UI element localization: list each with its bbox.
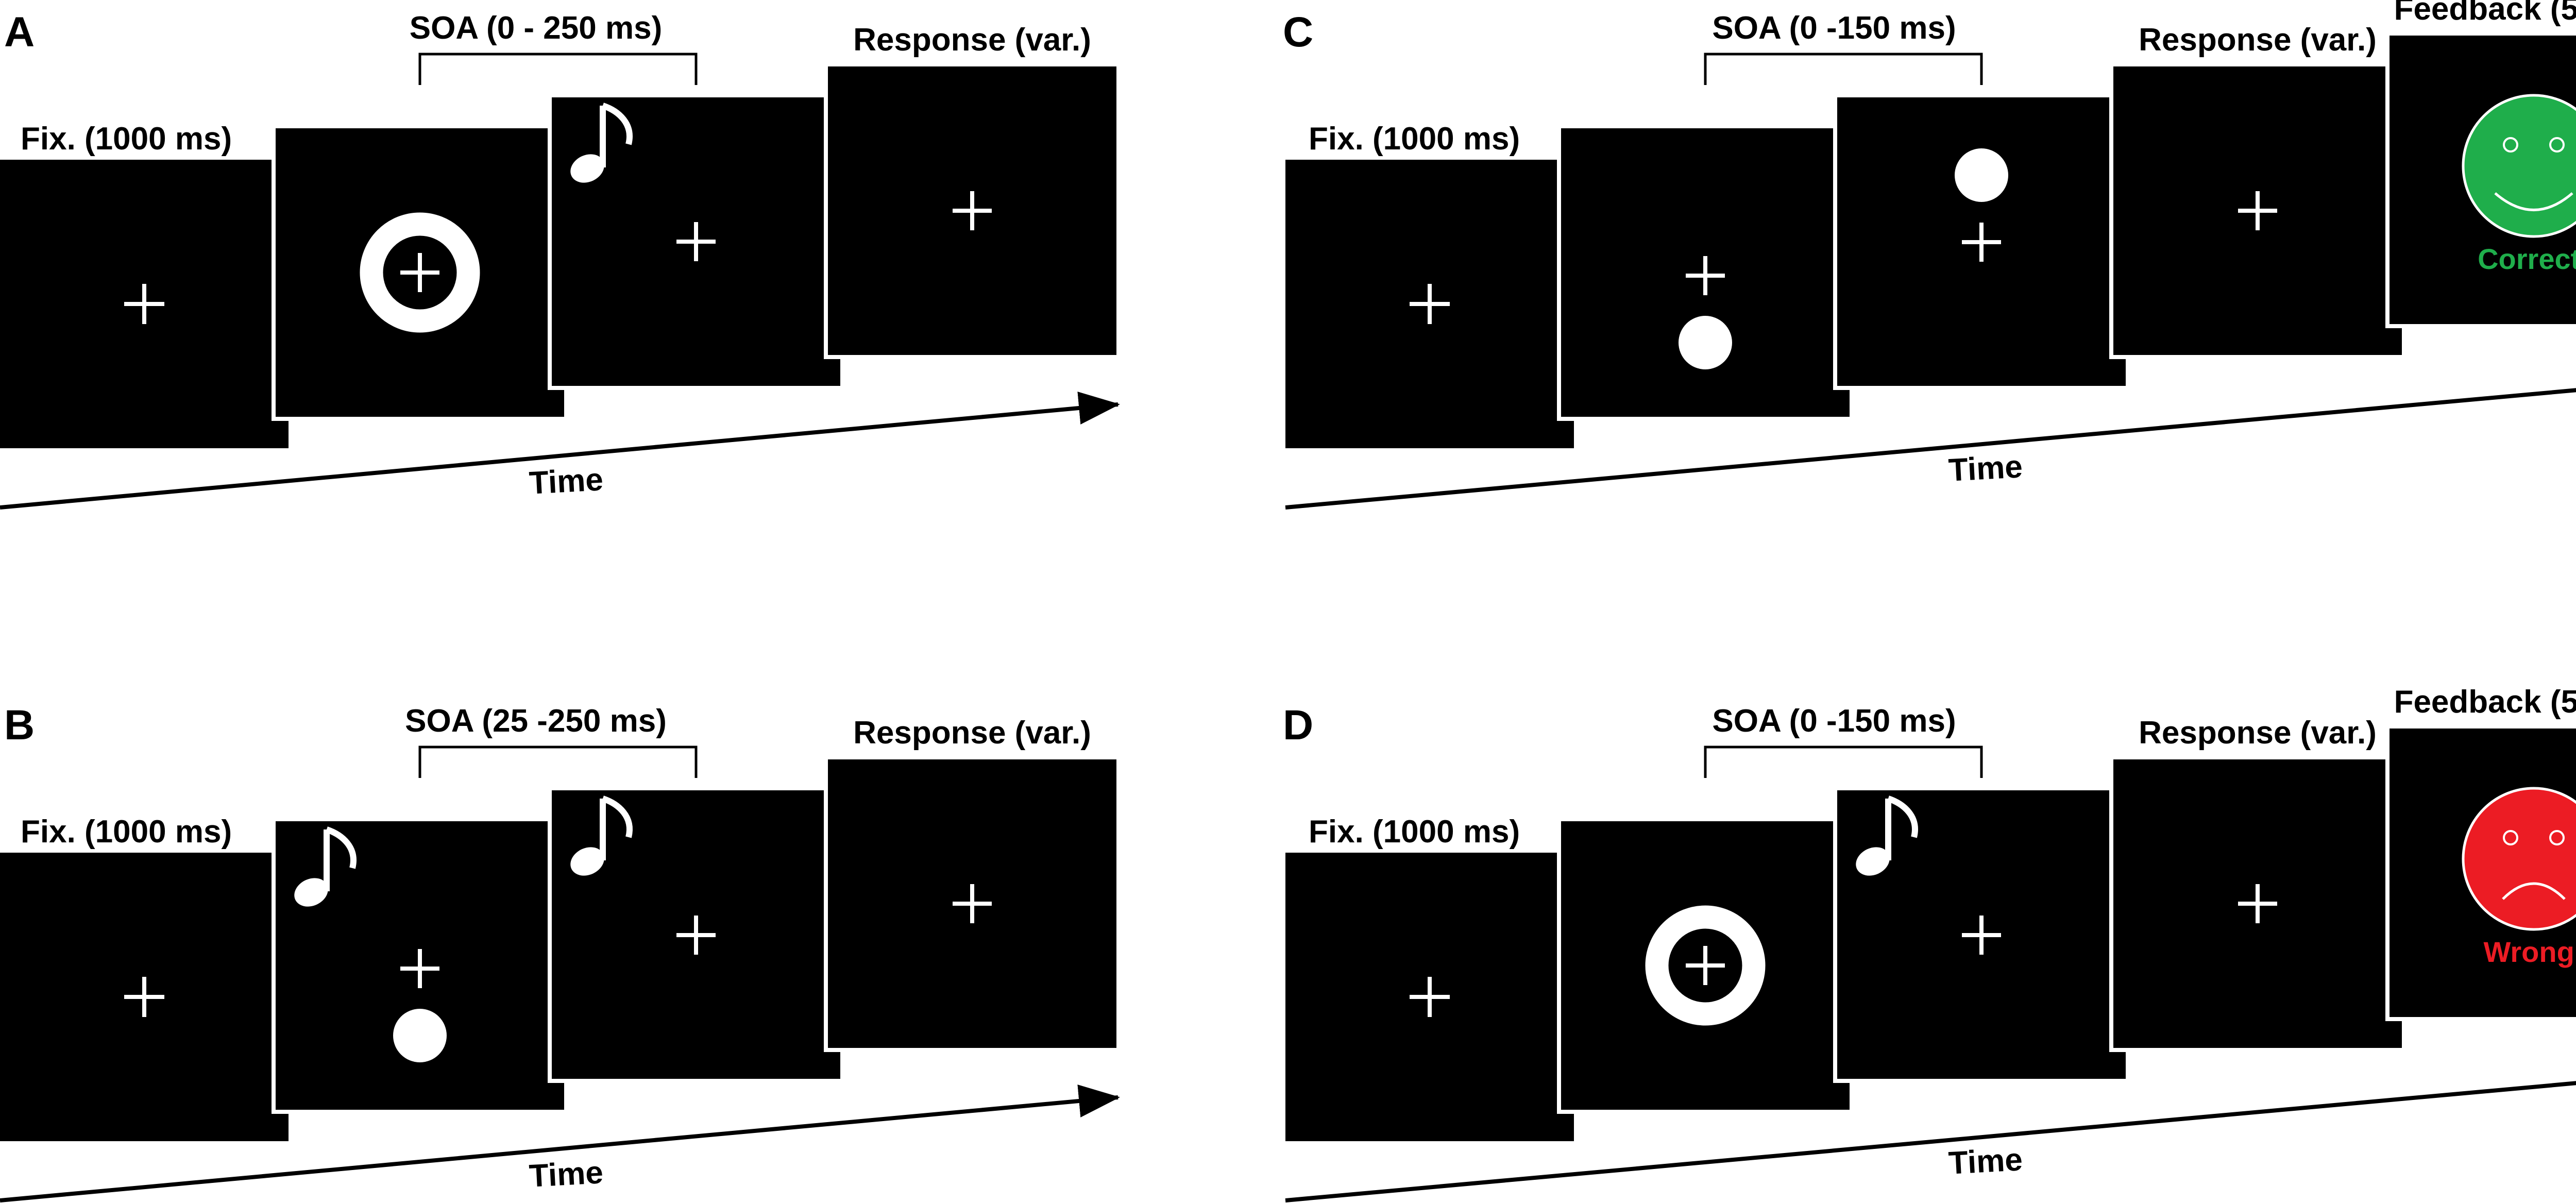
soa-label: SOA (0 -150 ms): [1712, 703, 1956, 739]
panel-c-letter: C: [1283, 9, 1313, 56]
dot-stimulus: [393, 1009, 447, 1062]
panel-d-screen-fixation: Fix. (1000 ms): [1284, 814, 1575, 1144]
fixation-cross: [1962, 916, 2001, 955]
feedback-text: Wrong!: [2484, 936, 2576, 968]
time-label: Time: [528, 1155, 604, 1194]
panel-a-letter: A: [4, 9, 35, 56]
panel-b-screen-response: Response (var.): [824, 715, 1121, 1052]
screen-label: Feedback (500 ms): [2394, 684, 2576, 720]
screen-label: Response (var.): [853, 715, 1091, 751]
panel-b-letter: B: [4, 702, 35, 749]
dot-stimulus: [1679, 316, 1732, 369]
music-note-icon: [570, 103, 633, 183]
fixation-cross: [676, 222, 716, 261]
panel-c-soa-bracket: SOA (0 -150 ms): [1704, 10, 1983, 85]
frowny-icon: [2462, 787, 2576, 931]
panel-b-screen-fixation: Fix. (1000 ms): [0, 814, 289, 1144]
panel-a-soa-bracket: SOA (0 - 250 ms): [410, 10, 698, 85]
ring-stimulus: [1645, 905, 1766, 1026]
panel-c-screen-fixation: Fix. (1000 ms): [1284, 121, 1575, 451]
time-arrow: [1285, 1081, 2576, 1202]
fixation-cross: [1686, 256, 1725, 295]
panel-d: D Fix. (1000 ms): [1283, 684, 2576, 1202]
panel-b-screen-note: [548, 786, 844, 1083]
music-note-icon: [570, 795, 633, 876]
screen-label: Fix. (1000 ms): [21, 121, 232, 157]
panel-d-screen-response: Response (var.): [2109, 715, 2406, 1052]
fixation-cross: [124, 284, 164, 324]
music-note-icon: [294, 826, 357, 907]
panel-a-screen-fixation: Fix. (1000 ms): [0, 121, 289, 451]
fixation-cross: [1410, 977, 1450, 1017]
panel-d-letter: D: [1283, 702, 1313, 749]
panel-c-screen-dot-below: [1557, 124, 1854, 421]
fixation-cross: [1686, 946, 1725, 985]
soa-label: SOA (0 - 250 ms): [410, 10, 662, 46]
panel-b-screen-note-dot: [272, 817, 568, 1114]
time-label: Time: [1947, 449, 2023, 488]
soa-label: SOA (0 -150 ms): [1712, 10, 1956, 46]
panel-a: A Fix. (1000 ms): [0, 9, 1121, 510]
time-arrow: [0, 1085, 1120, 1202]
screen-label: Feedback (500 ms): [2394, 0, 2576, 27]
panel-b: B Fix. (1000 ms): [0, 702, 1121, 1202]
music-note-icon: [1856, 795, 1918, 876]
panel-a-screen-ring: [272, 124, 568, 421]
time-label: Time: [528, 462, 604, 501]
panel-a-screen-response: Response (var.): [824, 22, 1121, 359]
soa-label: SOA (25 -250 ms): [405, 703, 667, 739]
fixation-cross: [953, 884, 992, 923]
panel-d-screen-feedback: Wrong! Feedback (500 ms): [2385, 684, 2576, 1021]
fixation-cross: [2238, 191, 2277, 230]
fixation-cross: [124, 977, 164, 1017]
screen-label: Fix. (1000 ms): [1309, 814, 1520, 850]
screen-label: Fix. (1000 ms): [21, 814, 232, 850]
fixation-cross: [400, 949, 439, 988]
screen-label: Fix. (1000 ms): [1309, 121, 1520, 157]
panel-d-screen-note: [1833, 786, 2130, 1083]
time-arrow: [0, 392, 1120, 510]
fixation-cross: [1962, 223, 2001, 262]
panel-c-screen-response: Response (var.): [2109, 22, 2406, 359]
screen-label: Response (var.): [2139, 22, 2377, 58]
panel-c: C Fix. (1000 ms): [1283, 0, 2576, 510]
smiley-icon: [2462, 94, 2576, 238]
panel-c-screen-dot-above: [1833, 93, 2130, 390]
fixation-cross: [953, 191, 992, 230]
panel-a-screen-note: [548, 93, 844, 390]
dot-stimulus: [1955, 148, 2008, 202]
fixation-cross: [676, 916, 716, 955]
fixation-cross: [1410, 284, 1450, 324]
screen-label: Response (var.): [2139, 715, 2377, 751]
time-label: Time: [1947, 1142, 2023, 1181]
fixation-cross: [400, 253, 439, 292]
screen-label: Response (var.): [853, 22, 1091, 58]
ring-stimulus: [360, 212, 480, 333]
panel-d-screen-ring: [1557, 817, 1854, 1114]
panel-c-screen-feedback: Correct! Feedback (500 ms): [2385, 0, 2576, 328]
panel-d-soa-bracket: SOA (0 -150 ms): [1704, 703, 1983, 778]
feedback-text: Correct!: [2478, 243, 2576, 275]
fixation-cross: [2238, 884, 2277, 923]
time-arrow: [1285, 388, 2576, 510]
panel-b-soa-bracket: SOA (25 -250 ms): [405, 703, 698, 778]
